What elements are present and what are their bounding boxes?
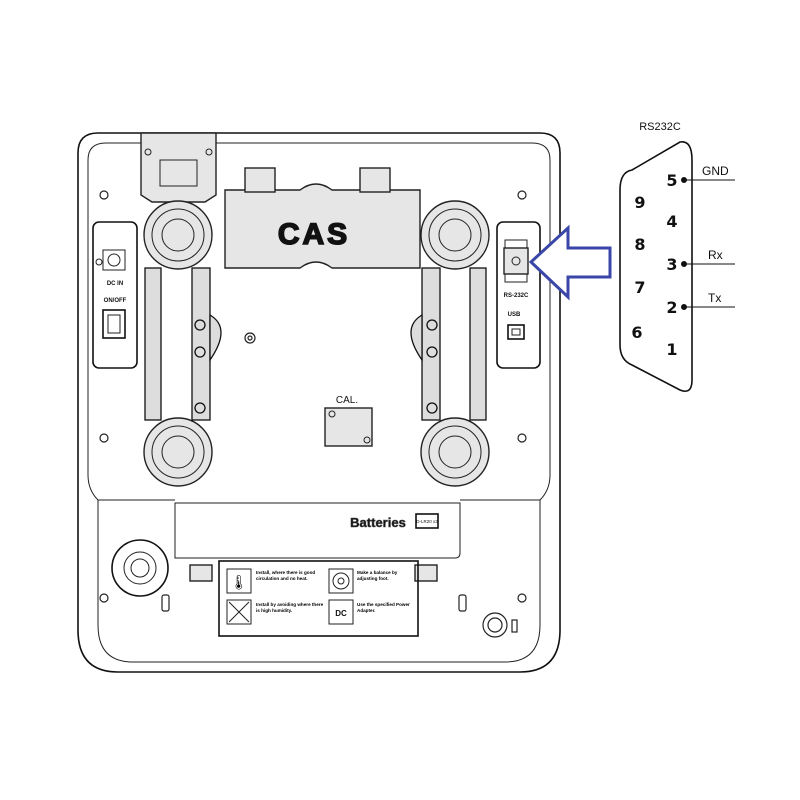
level-bubble-icon [332,572,350,590]
connector-title: RS232C [639,121,681,133]
dc-in-label: DC IN [107,281,123,287]
warning-text: Install, where there is good circulation… [256,570,316,581]
adjustable-feet [143,200,490,487]
warning-text: Install by avoiding where there is high … [256,602,324,613]
power-switch-label: ON/OFF [104,298,127,304]
foot [420,200,490,270]
usb-label: USB [508,312,521,318]
pin-4: 4 [666,212,677,231]
thermometer-icon: 🌡 [230,574,248,590]
power-switch[interactable] [102,309,126,339]
rs232-pinout: RS232C 5 4 3 2 1 9 8 7 6 GND Rx Tx [619,121,735,393]
pin-9: 9 [634,193,645,212]
rx-label: Rx [708,248,723,262]
cal-label: CAL. [336,395,358,406]
vent-slots [144,267,487,421]
interface-panel: RS-232C USB [496,221,541,369]
pin-6: 6 [631,323,642,342]
rs232-label: RS-232C [504,293,529,299]
brand-logo: CAS [278,218,350,251]
warning-label: 🌡 DC Install, where there is good circul… [218,560,419,637]
foot [143,417,213,487]
warning-text: Use the specified Power Adapter. [357,602,410,613]
pin-1: 1 [666,340,677,359]
battery-spec: D-LR20 x3 [416,519,438,524]
dc-adapter-icon: DC [335,609,347,618]
calibration-cover: CAL. [324,395,373,447]
pin-5: 5 [666,171,677,190]
no-humidity-icon [228,601,250,623]
gnd-label: GND [702,164,729,178]
battery-door[interactable]: Batteries D-LR20 x3 [174,502,461,582]
pin-8: 8 [634,235,645,254]
pin-2: 2 [666,298,677,317]
battery-cover-top: CAS [224,167,421,269]
batteries-label: Batteries [350,515,406,530]
pin-3: 3 [666,255,677,274]
power-panel: DC IN ON/OFF [92,221,138,369]
warning-text: Make a balance by adjusting foot. [357,570,398,581]
foot [143,200,213,270]
pin-7: 7 [634,278,645,297]
tx-label: Tx [708,291,721,305]
hanging-bracket [140,132,217,203]
rs232-port[interactable] [503,247,529,275]
arrow-pointer-icon [528,224,612,301]
foot [420,417,490,487]
level-indicator [111,539,169,597]
usb-port[interactable] [507,324,525,340]
